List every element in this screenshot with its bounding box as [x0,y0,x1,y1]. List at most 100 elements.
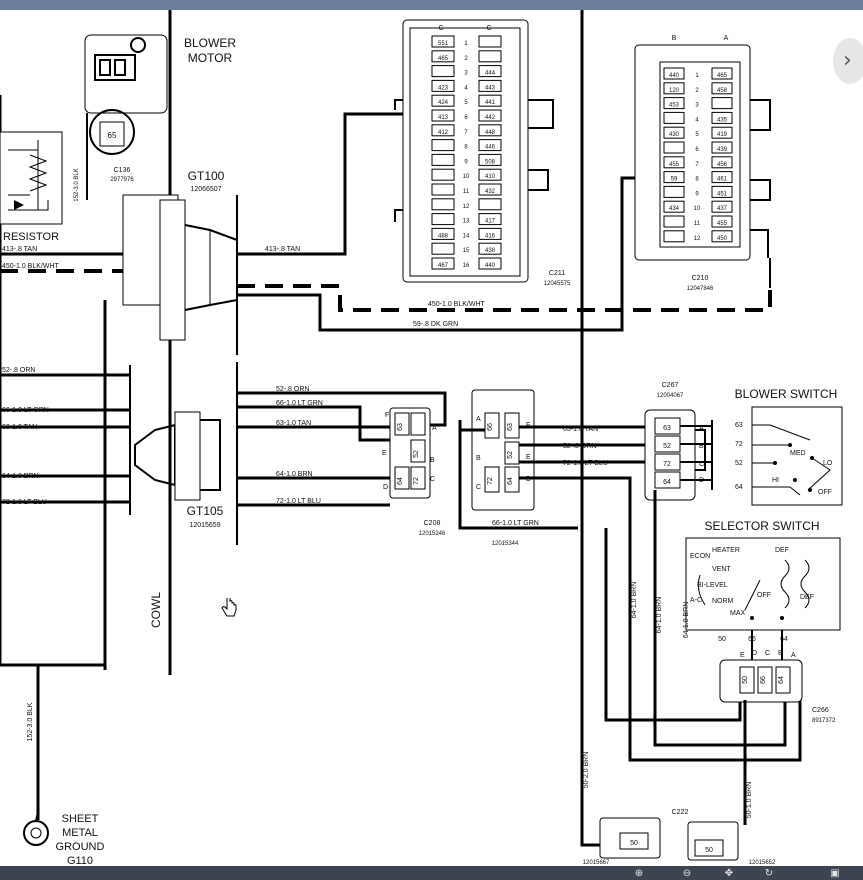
wire-66-mid-line [237,405,390,442]
c210-row: 453 3 [663,97,733,110]
c208l-letter-b: B [430,457,435,464]
c208l-pin-72: 72 [413,477,420,485]
wire-64-left: 64-1.0 BRN [2,473,39,480]
c208l-letter-f: F [385,412,389,419]
sel-term-64: 64 [780,636,788,643]
gt100-connector [122,194,238,355]
wire-450-left: 450-1.0 BLK/WHT [2,263,60,270]
c211-pin-number: 14 [463,233,470,239]
wire-52-right: 52-.8 ORN [563,443,596,450]
c211-col-left: C [438,25,443,32]
wire-64-v2: 64-1.0 BRN [656,597,663,634]
c210-pin-left: 453 [669,103,680,109]
c266-part: 8917372 [812,718,836,724]
wire-413-mid: 413-.8 TAN [265,246,300,253]
wire-64-mid: 64-1.0 BRN [276,471,313,478]
next-page-button[interactable]: › [833,38,863,84]
chevron-right-icon: › [843,48,852,73]
c208-left-connector [389,407,431,499]
ground-label-4: G110 [67,855,93,867]
bsw-off: OFF [818,489,832,496]
blower-switch-body [751,406,843,506]
c208r-pin-63: 63 [507,423,514,431]
wire-66-bottom: 66-1.0 LT GRN [492,520,539,527]
c210-pin-right: 435 [717,117,728,123]
wire-52-mid: 52-.8 ORN [276,386,309,393]
c210-pin-left: 455 [669,162,680,168]
c210-pin-right: 450 [717,236,728,242]
sel-def2: DEF [800,594,814,601]
c211-pin-right: 438 [485,248,496,254]
resistor-label: RESISTOR [3,231,59,243]
wire-64-v3: 64-1.0 BRN [683,602,690,639]
selector-switch-title: SELECTOR SWITCH [704,519,819,533]
pan-icon: ✥ [724,868,734,879]
c208r-letter-b: B [476,455,481,462]
c211-pin-number: 16 [463,263,470,269]
zoom-out-button[interactable]: ⊖ [680,868,694,880]
fullscreen-icon: ▣ [830,868,840,879]
c266-letter-d: D [752,650,757,657]
zoom-in-icon: ⊕ [634,868,644,879]
c267-label: C267 [662,382,679,389]
c208l-letter-d: D [383,484,388,491]
ground-terminal-icon [23,811,49,846]
wire-59-line [237,176,655,332]
wire-450-mid-line [237,284,772,312]
c222-right-connector [687,821,739,861]
c208l-pin-64: 64 [397,477,404,485]
c210-pin-right: 455 [717,221,728,227]
bsw-term-64: 64 [735,484,743,491]
sel-heater: HEATER [712,547,740,554]
c222-left-pin: 50 [630,840,638,847]
gt100-part: 12066507 [190,186,221,193]
c211-pin-number: 11 [463,189,470,195]
zoom-in-button[interactable]: ⊕ [632,868,646,880]
c211-pin-left: 413 [438,115,449,121]
c211-pin-number: 2 [464,56,468,62]
gt105-part: 12015659 [189,522,220,529]
c266-pin-64: 64 [778,676,785,684]
wire-64-v1: 64-1.0 BRN [631,582,638,619]
rotate-button[interactable]: ↻ [762,868,776,880]
wire-50-v1: 50-2.0 BRN [583,752,590,789]
pan-button[interactable]: ✥ [722,868,736,880]
c267-connector [644,409,706,501]
c211-pin-number: 9 [464,159,468,165]
c211-pin-number: 5 [464,100,468,106]
c222-right-pin: 50 [705,847,713,854]
c266-letter-a: A [791,652,796,659]
ground-label-2: METAL [62,827,98,839]
c210-pin-right: 465 [717,73,728,79]
c210-pin-right: 419 [717,132,728,138]
ground-label-3: GROUND [56,841,105,853]
c210-pin-right: 437 [717,206,728,212]
c211-pin-left: 465 [438,56,449,62]
c210-pin-number: 3 [695,103,699,109]
fullscreen-button[interactable]: ▣ [828,868,842,880]
viewer-toolbar [0,866,863,880]
c211-row: 12 [431,198,502,211]
wire-152-top: 152-3.0 BLK [74,168,80,201]
c211-row: 465 2 [431,50,502,63]
c266-letter-c: C [765,650,770,657]
c266-label: C266 [812,707,829,714]
c211-pin-left: 551 [438,41,449,47]
blower-motor-label-1: BLOWER [184,36,236,50]
c208r-letter-e: E [526,454,531,461]
c211-pin-right: 443 [485,85,496,91]
c211-pin-right: 417 [485,219,496,225]
c211-label: C211 [549,270,565,277]
c210-pin-number: 4 [695,117,699,123]
